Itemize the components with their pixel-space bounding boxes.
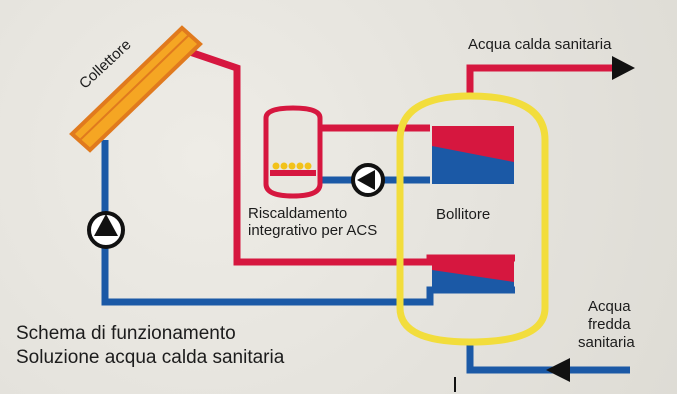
- cold-water-label-line1: Acqua: [588, 298, 631, 315]
- lower-heat-exchanger: [432, 255, 514, 293]
- caption-line2: Soluzione acqua calda sanitaria: [16, 347, 285, 368]
- caption-line1: Schema di funzionamento: [16, 323, 236, 344]
- arrow-right-icon: [612, 56, 635, 80]
- arrow-left-icon: [546, 358, 570, 382]
- boiler-tank: [396, 92, 549, 346]
- pump-icon: [87, 211, 125, 249]
- hot-water-out-label: Acqua calda sanitaria: [468, 36, 612, 53]
- flame-icon: [270, 162, 316, 176]
- integration-heater-tank: [263, 105, 323, 199]
- solar-collector: [69, 25, 203, 153]
- integration-label-line1: Riscaldamento: [248, 205, 348, 222]
- boiler-label: Bollitore: [436, 206, 491, 223]
- pump-icon: [351, 163, 385, 197]
- hot-water-outlet-pipe: [466, 64, 615, 96]
- cold-water-inlet-pipe: [466, 340, 630, 374]
- cold-water-label-line2: fredda: [588, 316, 631, 333]
- cold-water-label-line3: sanitaria: [578, 334, 635, 351]
- upper-heat-exchanger: [432, 126, 514, 184]
- integration-label-line2: integrativo per ACS: [248, 222, 378, 239]
